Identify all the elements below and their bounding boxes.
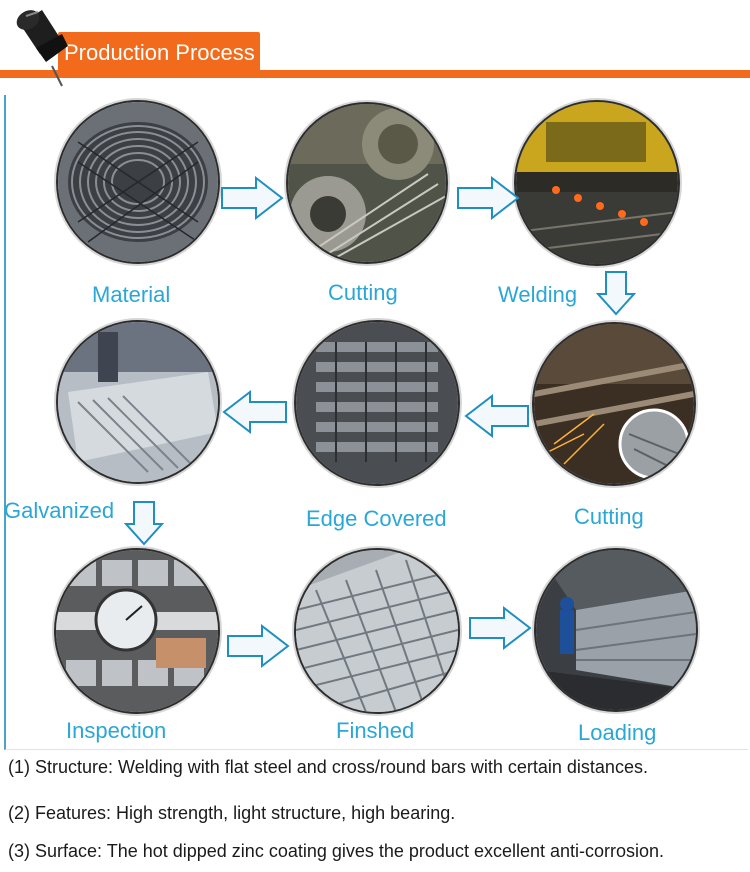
- page-title: Production Process: [64, 40, 255, 65]
- photo-material: [58, 102, 218, 262]
- step-label-cutting: Cutting: [328, 280, 398, 305]
- steel-strip-coils-image: [288, 104, 446, 262]
- container-loading-image: [536, 550, 696, 710]
- description-surface: (3) Surface: The hot dipped zinc coating…: [8, 841, 665, 861]
- step-label-welding: Welding: [498, 282, 578, 307]
- finished-grating-image: [296, 550, 458, 712]
- step-label-cutting-2: Cutting: [574, 504, 644, 529]
- arrow-right-icon: [457, 176, 520, 220]
- caliper-inspection-image: [56, 550, 218, 712]
- push-pin-icon: [16, 10, 68, 87]
- description-structure: (1) Structure: Welding with flat steel a…: [8, 757, 648, 777]
- photo-loading: [536, 550, 696, 710]
- step-label-edge-covered: Edge Covered: [306, 506, 447, 531]
- welding-machine-image: [516, 102, 678, 264]
- photo-galvanized: [58, 322, 218, 482]
- step-label-loading: Loading: [578, 720, 657, 745]
- arrow-down-icon: [124, 501, 164, 546]
- arrow-down-icon: [596, 271, 636, 316]
- arrow-right-icon: [469, 606, 532, 650]
- photo-cutting-2: [534, 324, 694, 484]
- photo-welding: [516, 102, 678, 264]
- description-features: (2) Features: High strength, light struc…: [8, 803, 456, 823]
- header: Production Process: [0, 0, 750, 87]
- header-rule: [0, 70, 750, 78]
- photo-edge-covered: [296, 322, 458, 484]
- arrow-right-icon: [221, 176, 284, 220]
- arrow-right-icon: [227, 624, 290, 668]
- photo-finished: [296, 550, 458, 712]
- grating-stack-image: [296, 322, 458, 484]
- arrow-left-icon: [222, 390, 287, 434]
- galvanizing-bath-image: [58, 322, 218, 482]
- step-label-inspection: Inspection: [66, 718, 167, 743]
- wire-coil-image: [58, 102, 218, 262]
- photo-cutting-1: [288, 104, 446, 262]
- photo-inspection: [56, 550, 218, 712]
- header-tab: [58, 32, 260, 72]
- step-label-galvanized: Galvanized: [4, 498, 115, 523]
- arrow-left-icon: [464, 394, 529, 438]
- step-label-finished: Finshed: [336, 718, 415, 743]
- step-label-material: Material: [92, 282, 171, 307]
- cutting-sparks-image: [534, 324, 694, 484]
